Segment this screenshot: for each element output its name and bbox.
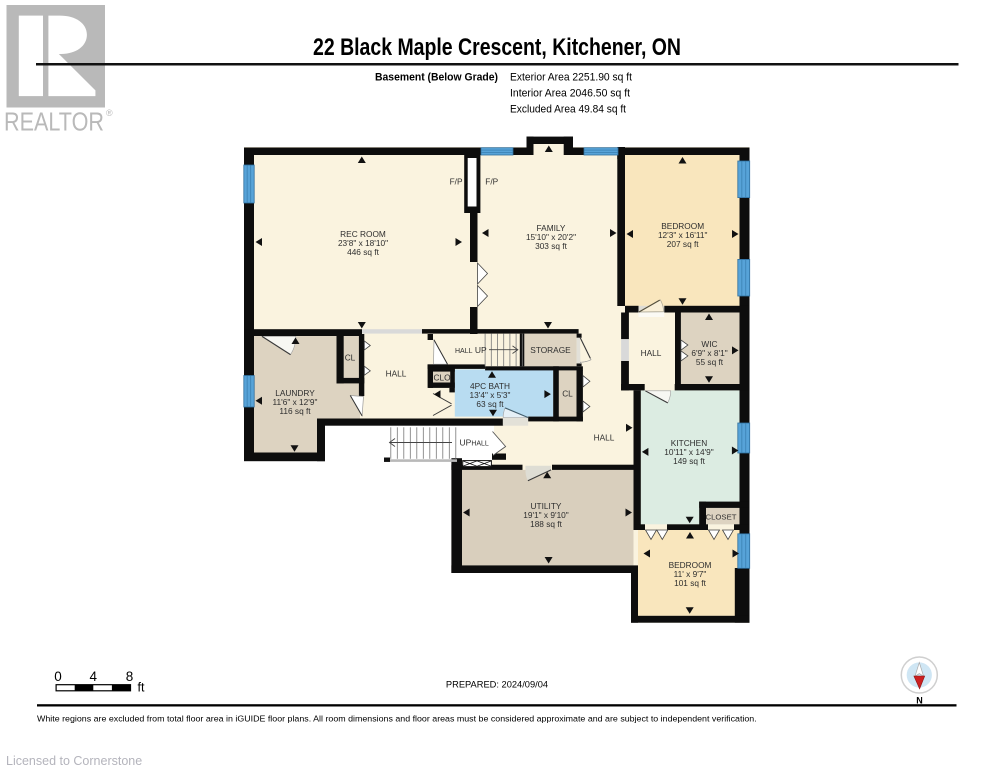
svg-text:0: 0 <box>54 669 62 684</box>
svg-text:STORAGE: STORAGE <box>530 345 571 355</box>
svg-text:10'11" x 14'9": 10'11" x 14'9" <box>664 447 714 457</box>
svg-text:13'4" x 5'3": 13'4" x 5'3" <box>470 390 511 400</box>
svg-text:HALL: HALL <box>594 433 615 443</box>
svg-text:22 Black Maple Crescent, Kitch: 22 Black Maple Crescent, Kitchener, ON <box>313 34 681 61</box>
svg-text:Excluded Area 49.84 sq ft: Excluded Area 49.84 sq ft <box>510 104 627 116</box>
svg-text:63 sq ft: 63 sq ft <box>476 399 504 409</box>
svg-text:CLOSET: CLOSET <box>706 513 738 522</box>
svg-text:101 sq ft: 101 sq ft <box>674 578 707 588</box>
svg-text:149 sq ft: 149 sq ft <box>673 456 706 466</box>
svg-text:N: N <box>916 696 923 706</box>
svg-text:19'1" x 9'10": 19'1" x 9'10" <box>523 510 569 520</box>
svg-text:®: ® <box>106 108 113 118</box>
svg-text:ft: ft <box>138 681 145 695</box>
svg-text:15'10" x 20'2": 15'10" x 20'2" <box>526 232 576 242</box>
svg-text:Interior Area 2046.50 sq ft: Interior Area 2046.50 sq ft <box>510 88 631 100</box>
svg-text:HALL: HALL <box>386 369 407 379</box>
svg-text:F/P: F/P <box>485 177 498 187</box>
svg-text:6'9" x 8'1": 6'9" x 8'1" <box>691 348 727 358</box>
svg-text:LAUNDRY: LAUNDRY <box>275 388 315 398</box>
svg-text:4: 4 <box>90 669 98 684</box>
svg-text:CLO: CLO <box>433 373 451 383</box>
svg-text:WIC: WIC <box>701 339 717 349</box>
svg-text:446 sq ft: 446 sq ft <box>347 247 380 257</box>
svg-text:CL: CL <box>345 353 356 363</box>
svg-text:188 sq ft: 188 sq ft <box>530 519 563 529</box>
svg-text:FAMILY: FAMILY <box>537 223 566 233</box>
svg-text:11'6" x 12'9": 11'6" x 12'9" <box>273 397 318 407</box>
svg-text:White regions are excluded fro: White regions are excluded from total fl… <box>37 714 757 724</box>
svg-text:116 sq ft: 116 sq ft <box>279 406 311 416</box>
svg-text:KITCHEN: KITCHEN <box>671 438 707 448</box>
svg-text:BEDROOM: BEDROOM <box>669 560 712 570</box>
svg-text:303 sq ft: 303 sq ft <box>535 241 568 251</box>
svg-text:207 sq ft: 207 sq ft <box>667 239 700 249</box>
svg-text:8: 8 <box>126 669 134 684</box>
svg-text:REC ROOM: REC ROOM <box>340 229 386 239</box>
svg-text:4PC BATH: 4PC BATH <box>470 381 510 391</box>
svg-text:11' x 9'7": 11' x 9'7" <box>674 569 707 579</box>
svg-text:HALL: HALL <box>641 348 662 358</box>
svg-text:UTILITY: UTILITY <box>531 501 562 511</box>
svg-text:Exterior Area 2251.90 sq ft: Exterior Area 2251.90 sq ft <box>510 72 633 84</box>
svg-text:Licensed to Cornerstone: Licensed to Cornerstone <box>6 754 142 768</box>
svg-text:PREPARED: 2024/09/04: PREPARED: 2024/09/04 <box>446 680 548 690</box>
svg-text:F/P: F/P <box>450 177 463 187</box>
svg-text:23'8" x 18'10": 23'8" x 18'10" <box>338 238 388 248</box>
svg-text:REALTOR: REALTOR <box>4 109 104 137</box>
svg-text:55 sq ft: 55 sq ft <box>696 357 724 367</box>
svg-text:Basement (Below Grade): Basement (Below Grade) <box>375 72 498 84</box>
svg-text:HALL UP: HALL UP <box>455 345 487 355</box>
svg-text:UPHALL: UPHALL <box>460 438 489 448</box>
svg-text:12'3" x 16'11": 12'3" x 16'11" <box>658 230 708 240</box>
svg-text:CL: CL <box>562 389 573 399</box>
svg-text:BEDROOM: BEDROOM <box>661 221 704 231</box>
